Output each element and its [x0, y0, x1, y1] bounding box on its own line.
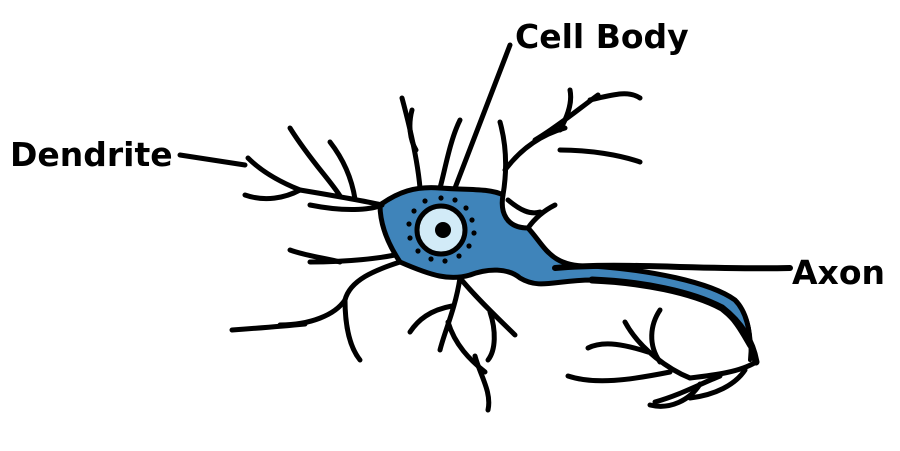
dendrites-bottom — [407, 275, 518, 413]
organelle-dots — [406, 195, 477, 264]
axon-terminals — [565, 307, 759, 409]
dendrite-label: Dendrite — [10, 135, 173, 174]
cell-body-leader-line — [452, 42, 513, 191]
cell-body-label: Cell Body — [515, 17, 689, 56]
dendrites-top — [399, 87, 643, 231]
dendrites-left — [229, 125, 403, 363]
axon-label: Axon — [792, 253, 885, 292]
nucleolus — [435, 222, 451, 238]
dendrite-leader-line — [177, 152, 248, 168]
